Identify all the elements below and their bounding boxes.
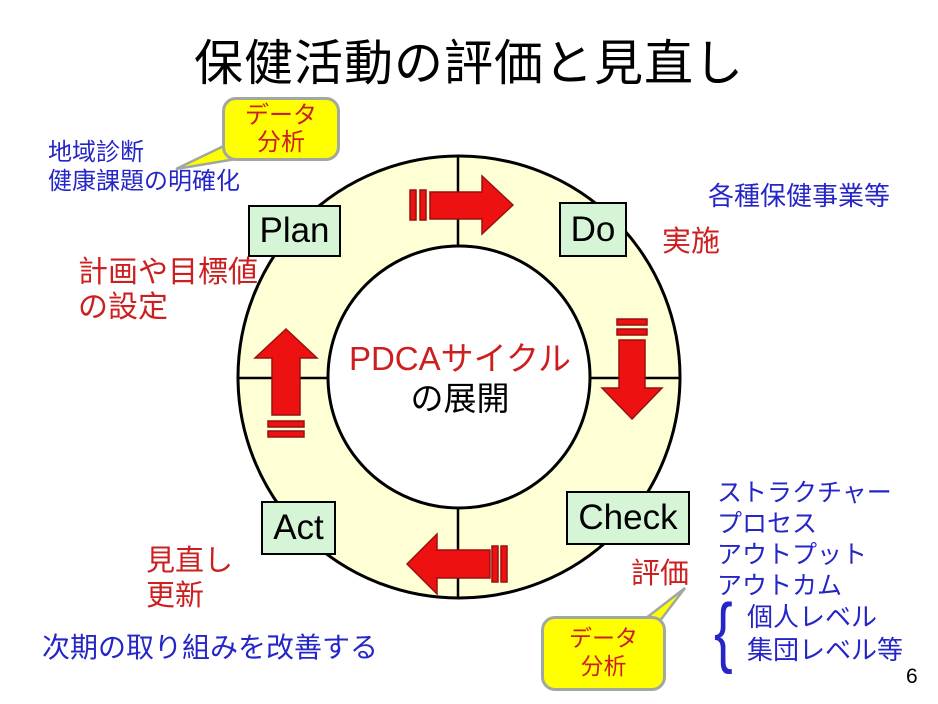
arrow-bar [267,430,305,438]
arrow-check-to-act-icon [405,532,508,596]
down-arrow-shape [600,339,664,421]
cycle-center-line2: の展開 [410,380,510,417]
note-check-blue-line2: プロセス [717,510,818,538]
arrow-bar [500,545,508,583]
note-levels-line1: 個人レベル [747,602,878,632]
note-plan-blue-line2: 健康課題の明確化 [48,168,240,195]
act-box-label: Act [273,508,324,547]
arrow-bar [409,189,417,221]
note-check-blue: ストラクチャー プロセス アウトプット アウトカム [717,478,892,602]
data-analysis-callout-bottom: データ 分析 [541,616,666,691]
act-box: Act [261,501,336,555]
note-act-red-line2: 更新 [146,580,205,612]
do-box-label: Do [570,209,616,249]
callout-top-line2: 分析 [257,129,305,156]
arrow-plan-to-do-icon [409,174,515,236]
arrow-bar [491,545,499,583]
right-arrow-shape [429,174,515,236]
note-check-red: 評価 [631,558,690,590]
arrow-bar [419,189,427,221]
note-plan-red: 計画や目標値 の設定 [78,255,258,325]
arrow-bar [616,318,648,326]
note-plan-blue-line1: 地域診断 [48,139,144,166]
arrow-act-to-plan-icon [253,327,319,438]
arrow-bar [267,420,305,428]
note-check-blue-line1: ストラクチャー [717,479,892,507]
note-act-blue: 次期の取り組みを改善する [42,632,379,663]
left-arrow-shape [405,532,491,596]
data-analysis-callout-top: データ 分析 [222,97,340,161]
note-plan-red-line1: 計画や目標値 [78,256,258,289]
callout-bottom-line2: 分析 [580,653,627,679]
page-number: 6 [906,665,918,688]
note-act-red-line1: 見直し [146,545,234,577]
callout-top-line1: データ [245,102,317,129]
up-arrow-shape [253,327,319,416]
note-act-red: 見直し 更新 [146,544,233,614]
arrow-bar [616,328,648,336]
note-plan-red-line2: の設定 [78,291,168,324]
do-box: Do [559,202,627,257]
plan-box-label: Plan [259,211,330,250]
note-check-blue-line4: アウトカム [717,572,843,600]
note-levels: 個人レベル 集団レベル等 [747,601,903,667]
check-box: Check [566,491,690,545]
note-plan-blue: 地域診断 健康課題の明確化 [48,138,240,196]
plan-box: Plan [248,205,341,257]
callout-bottom-line1: データ [569,625,638,651]
brace-icon: { [714,587,733,675]
cycle-center-text: PDCAサイクル の展開 [329,339,591,419]
arrow-do-to-check-icon [600,318,664,421]
note-levels-line2: 集団レベル等 [747,635,904,665]
note-do-blue: 各種保健事業等 [708,181,891,211]
note-check-blue-line3: アウトプット [717,541,868,569]
check-box-label: Check [578,498,678,537]
slide-title: 保健活動の評価と見直し [193,37,744,91]
cycle-center-line1: PDCAサイクル [348,340,572,377]
note-do-red: 実施 [662,226,721,258]
